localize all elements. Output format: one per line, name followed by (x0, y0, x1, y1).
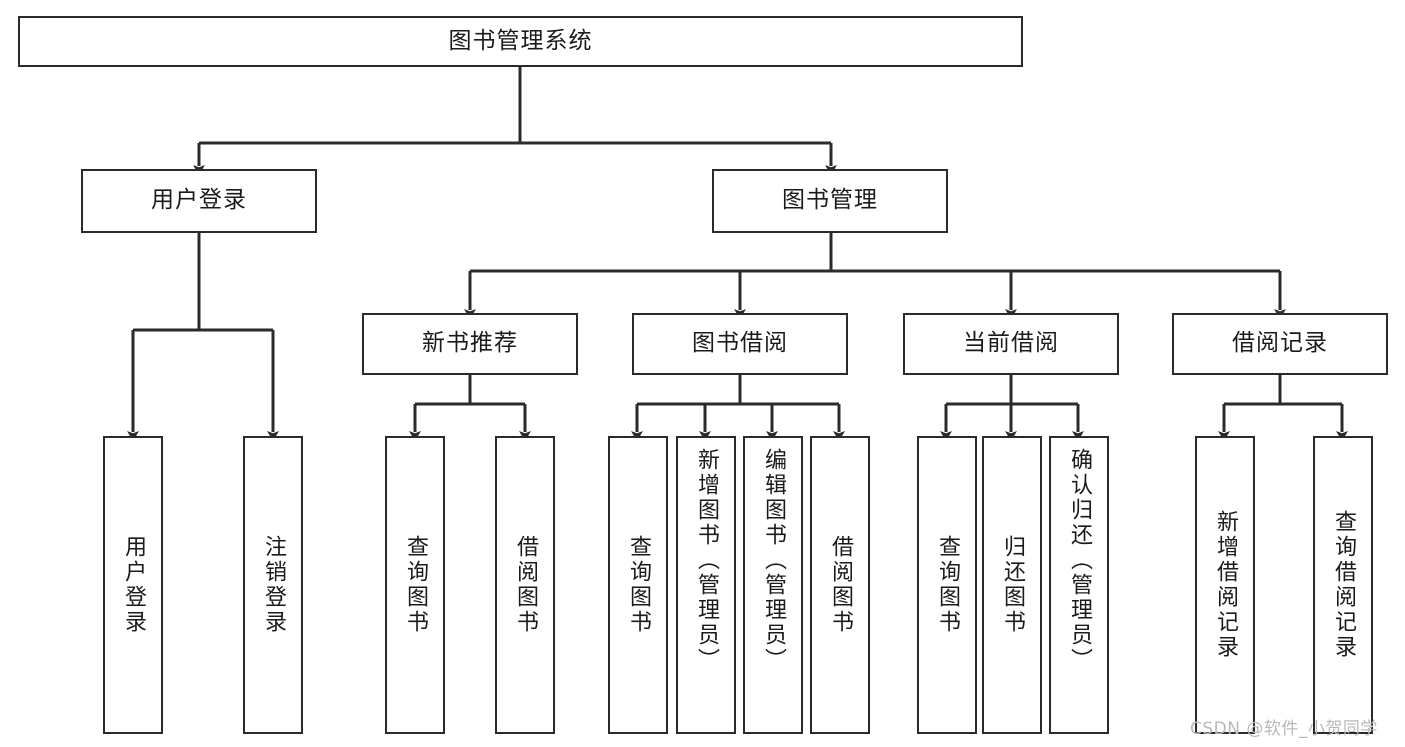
leaf-label: 查询借阅记录 (1331, 510, 1356, 660)
node-root-label: 图书管理系统 (448, 27, 593, 54)
node-user-login-label: 用户登录 (151, 187, 247, 214)
node-new-book-recommend[interactable]: 新书推荐 (362, 313, 578, 375)
leaf-label: 确认归还（管理员） (1067, 448, 1092, 673)
leaf-new-book-query[interactable]: 查询图书 (385, 436, 445, 734)
leaf-label: 借阅图书 (828, 535, 853, 635)
node-current-borrow[interactable]: 当前借阅 (903, 313, 1119, 375)
node-book-management-label: 图书管理 (782, 187, 878, 214)
leaf-current-query-book[interactable]: 查询图书 (917, 436, 977, 734)
leaf-label: 编辑图书（管理员） (761, 448, 786, 673)
leaf-new-book-borrow[interactable]: 借阅图书 (495, 436, 555, 734)
leaf-label: 查询图书 (403, 535, 428, 635)
node-user-login[interactable]: 用户登录 (81, 169, 317, 233)
leaf-label: 注销登录 (261, 535, 286, 635)
node-book-management[interactable]: 图书管理 (712, 169, 948, 233)
leaf-current-return-book[interactable]: 归还图书 (982, 436, 1042, 734)
leaf-current-confirm-return-admin[interactable]: 确认归还（管理员） (1049, 436, 1109, 734)
node-borrow-record-label: 借阅记录 (1232, 330, 1328, 357)
node-book-borrow-label: 图书借阅 (692, 330, 788, 357)
leaf-record-query-record[interactable]: 查询借阅记录 (1313, 436, 1373, 734)
node-borrow-record[interactable]: 借阅记录 (1172, 313, 1388, 375)
watermark-text: CSDN @软件_小贺同学 (1190, 719, 1378, 739)
leaf-user-login-logout[interactable]: 注销登录 (243, 436, 303, 734)
node-current-borrow-label: 当前借阅 (963, 330, 1059, 357)
node-new-book-recommend-label: 新书推荐 (422, 330, 518, 357)
leaf-borrow-query-book[interactable]: 查询图书 (608, 436, 668, 734)
leaf-label: 借阅图书 (513, 535, 538, 635)
leaf-record-add-record[interactable]: 新增借阅记录 (1195, 436, 1255, 734)
leaf-borrow-borrow-book[interactable]: 借阅图书 (810, 436, 870, 734)
leaf-label: 查询图书 (935, 535, 960, 635)
leaf-borrow-edit-book-admin[interactable]: 编辑图书（管理员） (743, 436, 803, 734)
leaf-label: 查询图书 (626, 535, 651, 635)
leaf-label: 新增借阅记录 (1213, 510, 1238, 660)
leaf-label: 归还图书 (1000, 535, 1025, 635)
node-root[interactable]: 图书管理系统 (18, 16, 1023, 67)
leaf-borrow-add-book-admin[interactable]: 新增图书（管理员） (676, 436, 736, 734)
leaf-user-login-login[interactable]: 用户登录 (103, 436, 163, 734)
leaf-label: 用户登录 (121, 535, 146, 635)
leaf-label: 新增图书（管理员） (694, 448, 719, 673)
node-book-borrow[interactable]: 图书借阅 (632, 313, 848, 375)
